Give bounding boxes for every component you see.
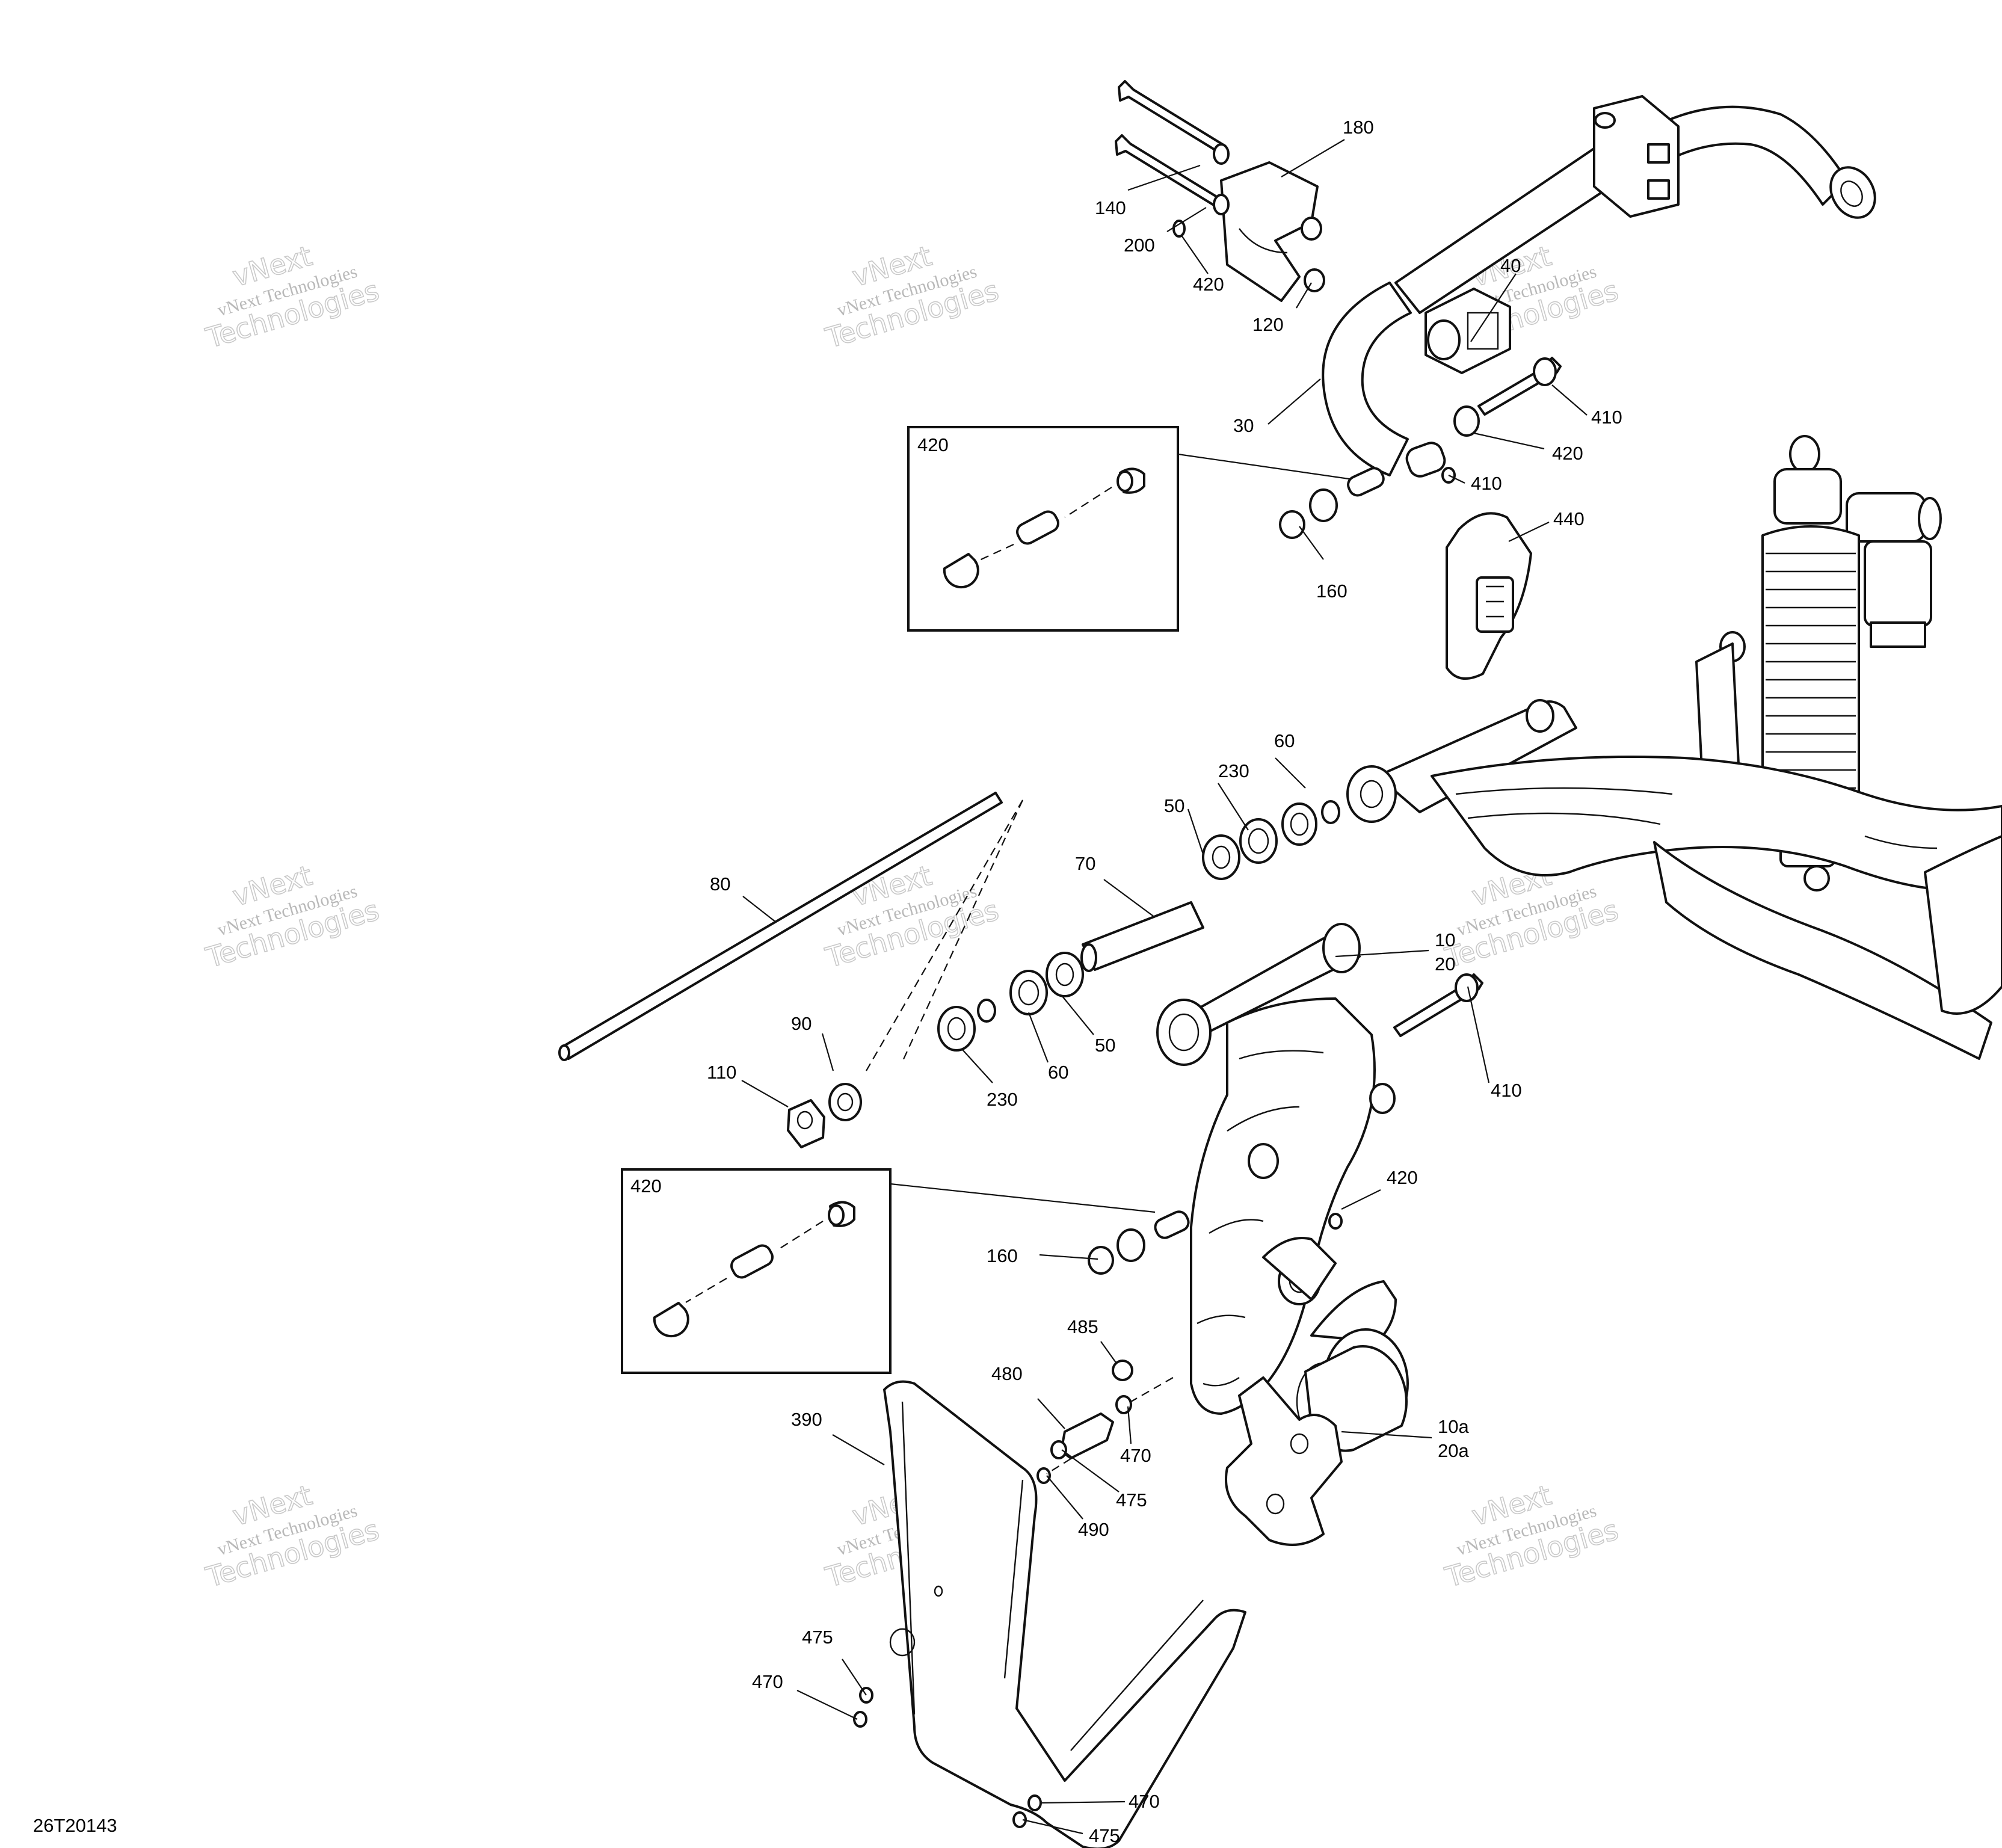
- upper-bolt-assembly: [1279, 357, 1562, 539]
- nut-160-upper: [1279, 510, 1305, 539]
- pivot-stack-lower: [937, 952, 1084, 1052]
- callout-475-left: 475: [802, 1627, 833, 1648]
- callout-475-sensor: 475: [1116, 1489, 1147, 1511]
- callout-470-bottom: 470: [1129, 1791, 1160, 1812]
- grease-fitting-400: [1172, 220, 1186, 238]
- sleeve-upper: [1347, 467, 1385, 497]
- callout-20: 20: [1435, 953, 1455, 975]
- washer-200-upper: [1213, 143, 1230, 165]
- callout-420: 420: [1552, 443, 1583, 464]
- callout-485: 485: [1067, 1316, 1098, 1337]
- callout-60-upper: 60: [1274, 730, 1295, 751]
- inset-box-lower: 420: [621, 1168, 1156, 1374]
- bolts-140: [1115, 80, 1230, 215]
- callout-50-lower: 50: [1095, 1035, 1115, 1056]
- grease-fitting-400-lower: [1328, 1213, 1343, 1230]
- inset-box-upper: 420: [907, 426, 1366, 632]
- callout-390: 390: [791, 1409, 822, 1430]
- sway-bar-link-mount: [1593, 95, 1680, 218]
- sway-bar: [1322, 105, 1876, 478]
- bushing-block: [1424, 288, 1511, 374]
- callout-180: 180: [1343, 117, 1374, 138]
- callout-160-lower: 160: [987, 1245, 1018, 1266]
- callout-90: 90: [791, 1013, 812, 1034]
- callout-60-lower: 60: [1048, 1062, 1068, 1083]
- bushing-upper-left: [1309, 488, 1338, 522]
- screw-470-left: [853, 1711, 867, 1728]
- leader-lines: [741, 139, 1588, 1835]
- callout-30: 30: [1233, 415, 1254, 436]
- callout-410-lower: 410: [1491, 1080, 1522, 1101]
- brake-bracket: [1225, 1376, 1343, 1546]
- lower-bolt-assembly: [1088, 973, 1483, 1275]
- callout-475-bottom: 475: [1089, 1825, 1120, 1846]
- rivet-490: [1036, 1467, 1051, 1484]
- washer-475-bottom: [1027, 1794, 1042, 1811]
- trailing-arm: [1156, 923, 1376, 1415]
- callout-10a: 10a: [1438, 1416, 1469, 1437]
- callout-120: 120: [1252, 314, 1284, 335]
- nut-upper: [1301, 217, 1322, 241]
- callout-470-sensor: 470: [1120, 1445, 1151, 1466]
- washer-200-lower: [1213, 194, 1230, 215]
- inset-lower-flange-bushing-2: [653, 1302, 689, 1338]
- sensor-bracket: [1036, 1360, 1174, 1484]
- callout-160-upper: 160: [1316, 581, 1348, 602]
- skid-plate: [853, 1380, 1246, 1848]
- callout-470-left: 470: [752, 1671, 783, 1692]
- callouts: 180 140 200 420 120 30 40 410 420 410 16…: [707, 117, 1622, 1846]
- callout-440: 440: [1553, 508, 1585, 529]
- callout-400-lower: 420: [1387, 1167, 1418, 1188]
- nut-485: [1112, 1360, 1133, 1381]
- bracket-440: [1446, 512, 1532, 680]
- callout-140: 140: [1095, 197, 1126, 218]
- upper-a-arm: [1346, 699, 2002, 1060]
- washer-475-sensor: [1050, 1440, 1067, 1459]
- callout-200: 200: [1124, 235, 1155, 256]
- screw-470-bottom: [1012, 1811, 1027, 1828]
- callout-80: 80: [710, 873, 730, 895]
- callout-20a: 20a: [1438, 1440, 1469, 1461]
- callout-230-upper: 230: [1218, 760, 1249, 781]
- callout-395: 410: [1471, 473, 1502, 494]
- inset-upper-sleeve: [1016, 510, 1059, 545]
- callout-490: 490: [1078, 1519, 1109, 1540]
- washer-and-nut: [787, 1083, 862, 1148]
- callout-230-lower: 230: [987, 1089, 1018, 1110]
- callout-10: 10: [1435, 929, 1455, 950]
- inset-lower-sleeve: [730, 1244, 774, 1279]
- figure-id: 26T20143: [33, 1815, 117, 1836]
- callout-480: 480: [991, 1363, 1023, 1384]
- inset-upper-flange-bushing-2: [943, 553, 979, 589]
- pivot-stack-upper: [1080, 800, 1340, 972]
- sleeve-70: [1082, 901, 1204, 971]
- callout-110: 110: [707, 1062, 736, 1083]
- callout-50-upper: 50: [1164, 795, 1184, 816]
- inset-lower-label: 420: [630, 1175, 662, 1197]
- callout-70: 70: [1075, 853, 1095, 874]
- flange-bushing-420-upper: [1453, 405, 1480, 437]
- callout-410-upper: 410: [1591, 407, 1622, 428]
- callout-400-top: 420: [1193, 274, 1224, 295]
- callout-40: 40: [1500, 255, 1521, 276]
- inset-upper-label: 420: [917, 434, 949, 455]
- pivot-shaft: [558, 792, 1023, 1071]
- screw-470-sensor: [1115, 1395, 1132, 1414]
